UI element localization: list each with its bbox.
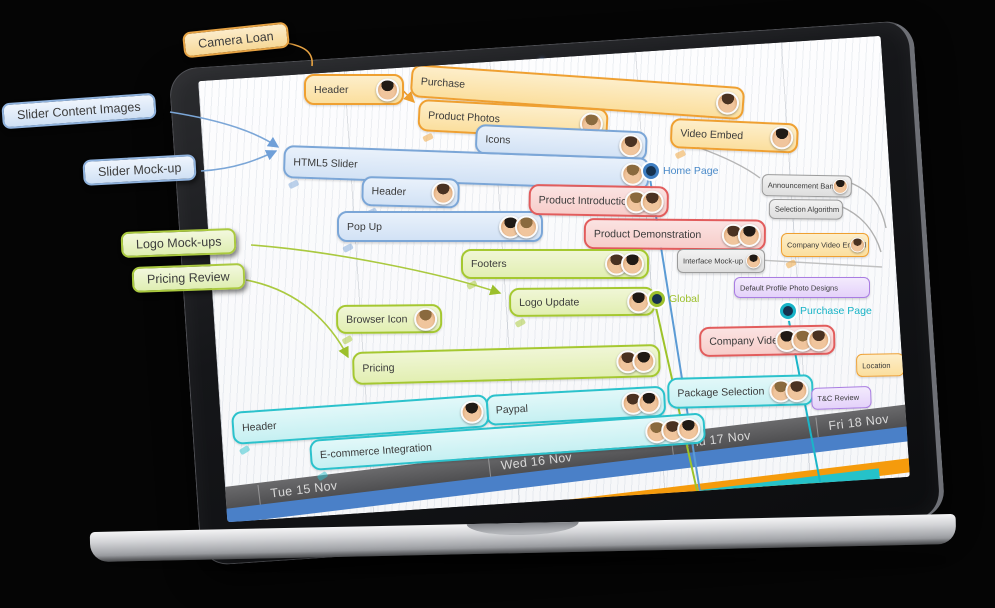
milestone-purchase-page[interactable]: Purchase Page bbox=[780, 303, 872, 319]
milestone-home-page[interactable]: Home Page bbox=[643, 163, 718, 179]
milestone-label: Home Page bbox=[663, 165, 719, 177]
milestone-icon bbox=[643, 163, 659, 179]
milestone-icon bbox=[780, 303, 796, 319]
callout-label-logo-mock-ups: Logo Mock-ups bbox=[120, 227, 237, 259]
callout-label-slider-content-images: Slider Content Images bbox=[1, 92, 157, 130]
milestone-label: Purchase Page bbox=[800, 305, 872, 317]
milestone-global[interactable]: Global bbox=[649, 291, 699, 307]
milestone-icon bbox=[649, 291, 665, 307]
callout-label-pricing-review: Pricing Review bbox=[131, 263, 246, 293]
milestone-label: Global bbox=[669, 293, 700, 305]
lid-notch bbox=[466, 521, 579, 537]
callout-label-camera-loan: Camera Loan bbox=[181, 21, 290, 59]
